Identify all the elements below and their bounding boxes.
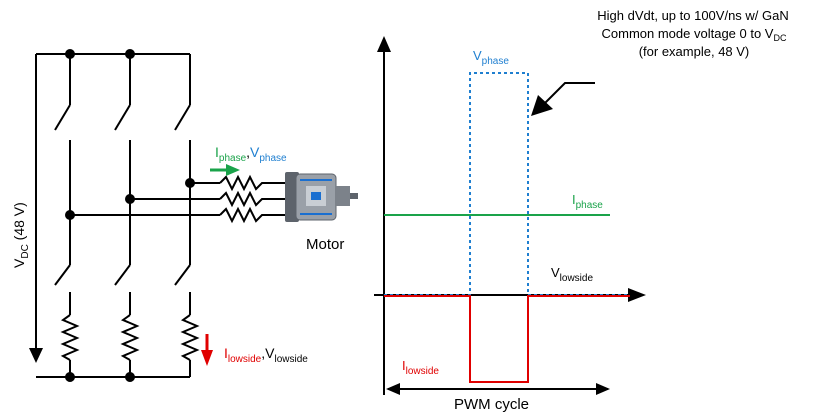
- motor-phase-wires: [70, 174, 285, 224]
- annotation-line-3: (for example, 48 V): [639, 44, 750, 59]
- phase-leg-3: [174, 54, 200, 377]
- motor-label: Motor: [306, 236, 344, 253]
- x-axis-arrow-head: [628, 288, 646, 302]
- vdc-label: VDC (48 V): [11, 202, 31, 268]
- phase-current-arrow-head: [226, 164, 240, 176]
- vphase-waveform: [384, 72, 630, 296]
- switch-icon: [54, 104, 71, 131]
- y-axis-arrow-head: [377, 36, 391, 52]
- annotation-line-1: High dVdt, up to 100V/ns w/ GaN: [597, 8, 789, 23]
- resistor-icon: [219, 206, 285, 224]
- vphase-label: Vphase: [473, 48, 509, 67]
- pwm-arrow-left-head: [386, 383, 400, 395]
- resistor-icon: [180, 314, 200, 361]
- phase-label: Iphase,Vphase: [215, 144, 287, 164]
- lowside-label: Ilowside,Vlowside: [224, 345, 308, 365]
- pwm-arrow-right-head: [596, 383, 610, 395]
- switch-icon: [174, 104, 191, 131]
- callout-arrow-head: [531, 95, 553, 116]
- phase-leg-1: [54, 54, 80, 377]
- ilowside-label: Ilowside: [402, 358, 439, 377]
- waveform-plot: [374, 36, 646, 395]
- switch-icon: [174, 264, 191, 286]
- phase-leg-2: [114, 54, 140, 377]
- switch-icon: [54, 264, 71, 286]
- resistor-icon: [120, 314, 140, 361]
- resistor-icon: [219, 174, 285, 192]
- ilowside-waveform: [384, 295, 630, 383]
- vlowside-label: Vlowside: [551, 265, 593, 284]
- vdc-arrow-head: [29, 348, 43, 363]
- motor-icon: [285, 172, 358, 222]
- switch-icon: [114, 104, 131, 131]
- annotation-line-2: Common mode voltage 0 to VDC: [602, 26, 787, 43]
- callout-pointer: [543, 82, 595, 105]
- resistor-icon: [60, 314, 80, 361]
- iphase-label: Iphase: [572, 192, 603, 211]
- resistor-icon: [219, 190, 285, 208]
- switch-icon: [114, 264, 131, 286]
- inverter-schematic: [35, 53, 285, 378]
- lowside-current-arrow-head: [201, 350, 213, 366]
- pwm-cycle-label: PWM cycle: [454, 396, 529, 413]
- junction-dots: [65, 49, 195, 382]
